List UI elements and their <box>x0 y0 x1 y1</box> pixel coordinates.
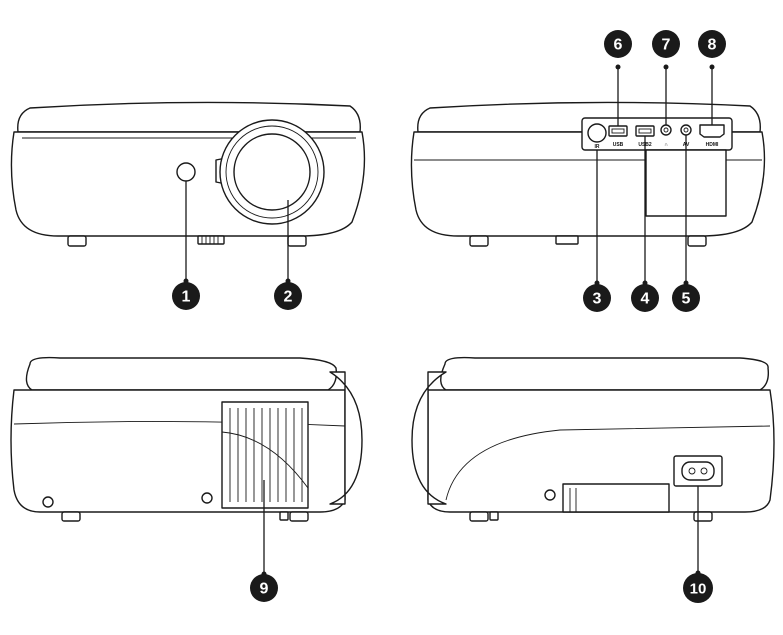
side-view-left <box>11 358 362 521</box>
callout-5-label: 5 <box>682 291 691 308</box>
callout-3-label: 3 <box>593 291 602 308</box>
callout-7-label: 7 <box>662 37 671 54</box>
callout-4: 4 <box>631 281 659 313</box>
callout-7: 7 <box>652 30 680 70</box>
callout-10: 10 <box>683 571 713 604</box>
callout-6-label: 6 <box>614 37 623 54</box>
callout-3: 3 <box>583 281 611 313</box>
port-label-ir: IR <box>595 144 600 150</box>
av-jack-icon <box>681 125 691 135</box>
callout-5: 5 <box>672 281 700 313</box>
callout-8: 8 <box>698 30 726 70</box>
port-label-headphone: ∩ <box>664 142 668 148</box>
headphone-jack-icon <box>661 125 671 135</box>
port-label-hdmi: HDMI <box>706 142 719 148</box>
callout-8-label: 8 <box>708 37 717 54</box>
callout-10-label: 10 <box>690 581 707 598</box>
front-view <box>11 102 364 246</box>
callout-2-label: 2 <box>284 289 293 306</box>
port-label-usb: USB <box>613 142 624 148</box>
ir-sensor-icon <box>588 124 606 142</box>
hdmi-port-icon <box>700 125 724 137</box>
callout-9-label: 9 <box>260 581 269 598</box>
side-view-right <box>412 358 774 521</box>
callout-6: 6 <box>604 30 632 70</box>
callout-4-label: 4 <box>641 291 650 308</box>
callout-2: 2 <box>274 279 302 311</box>
callout-1: 1 <box>172 279 200 311</box>
callout-1-label: 1 <box>182 289 191 306</box>
callout-9: 9 <box>250 572 278 603</box>
